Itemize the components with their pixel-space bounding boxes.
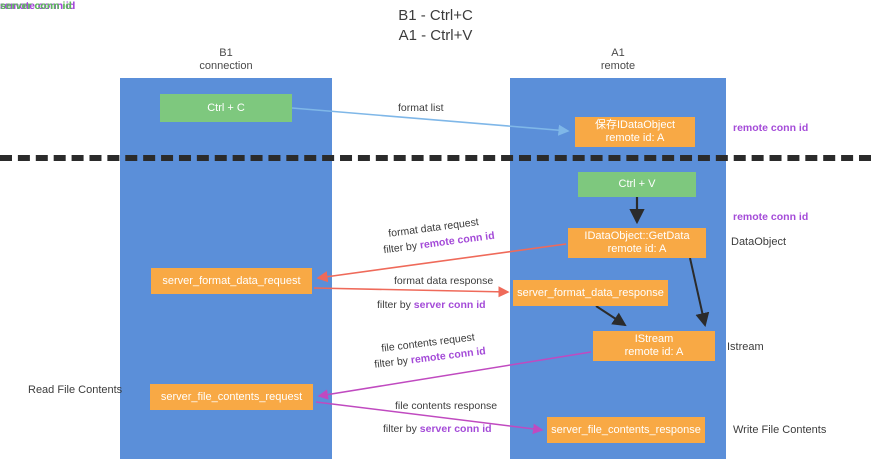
- phase-separator: [0, 155, 871, 161]
- box-ctrl-c[interactable]: Ctrl + C: [160, 94, 292, 122]
- box-server-format-data-request-label: server_format_data_request: [162, 274, 301, 287]
- box-server-file-contents-request-label: server_file_contents_request: [160, 390, 303, 403]
- annotation-remote-conn-id-1: remote conn id: [733, 122, 809, 134]
- column-header-b1: B1 connection: [199, 47, 253, 72]
- edge-label-format-list: format list: [398, 102, 444, 114]
- box-ctrl-v-label: Ctrl + V: [618, 178, 656, 190]
- annotation-left-remote-conn-id-2: remote conn id: [0, 0, 76, 12]
- edge-label-file-contents-response-filter: filter by server conn id: [383, 422, 492, 436]
- edge-format-data-response: [313, 286, 510, 298]
- box-getdata-line1: IDataObject::GetData: [584, 230, 690, 242]
- box-getdata[interactable]: IDataObject::GetData remote id: A: [568, 228, 706, 258]
- box-server-file-contents-response[interactable]: server_file_contents_response: [547, 417, 705, 443]
- box-server-format-data-request[interactable]: server_format_data_request: [151, 268, 312, 294]
- edge-label-format-data-response-filter-prefix: filter by: [377, 299, 414, 311]
- box-istream[interactable]: IStream remote id: A: [593, 331, 715, 361]
- box-server-format-data-response-label: server_format_data_response: [517, 286, 664, 299]
- box-server-file-contents-response-label: server_file_contents_response: [551, 423, 701, 436]
- annotation-left-server-conn-id-2: server conn id: [0, 0, 72, 12]
- annotation-dataobject: DataObject: [731, 236, 787, 248]
- box-idataobject-line2: remote id: A: [605, 132, 665, 144]
- column-header-a1: A1 remote: [600, 47, 636, 72]
- edge-label-format-data-response-filter-key: server conn id: [413, 299, 486, 311]
- box-server-file-contents-request[interactable]: server_file_contents_request: [150, 384, 313, 410]
- edge-label-file-contents-request-filter-prefix: filter by: [373, 354, 412, 371]
- annotation-write-file-contents: Write File Contents: [733, 424, 827, 436]
- box-istream-line1: IStream: [634, 333, 674, 345]
- box-server-format-data-response[interactable]: server_format_data_response: [513, 280, 668, 306]
- edge-label-file-contents-response-filter-key: server conn id: [419, 423, 492, 435]
- box-ctrl-c-label: Ctrl + C: [207, 101, 245, 114]
- annotation-read-file-contents: Read File Contents: [28, 384, 123, 396]
- edge-label-file-contents-response: file contents response: [395, 400, 498, 412]
- annotation-istream: Istream: [727, 341, 764, 353]
- annotation-remote-conn-id-2: remote conn id: [733, 211, 809, 223]
- box-idataobject[interactable]: 保存IDataObject remote id: A: [575, 117, 695, 147]
- box-istream-line2: remote id: A: [624, 346, 684, 358]
- edge-label-file-contents-response-filter-prefix: filter by: [383, 423, 420, 435]
- edge-label-format-data-response-filter: filter by server conn id: [377, 298, 486, 312]
- annotation-left-server-conn-id: server conn id: [0, 0, 72, 12]
- page-title: B1 - Ctrl+C A1 - Ctrl+V: [398, 7, 473, 44]
- edge-label-format-data-request-filter-prefix: filter by: [382, 239, 421, 257]
- annotation-left-remote-conn-id: remote conn id: [0, 0, 76, 12]
- box-idataobject-line1: 保存IDataObject: [594, 119, 676, 131]
- edge-label-format-data-response: format data response: [394, 275, 494, 287]
- box-ctrl-v[interactable]: Ctrl + V: [578, 172, 696, 197]
- box-getdata-line2: remote id: A: [607, 243, 667, 255]
